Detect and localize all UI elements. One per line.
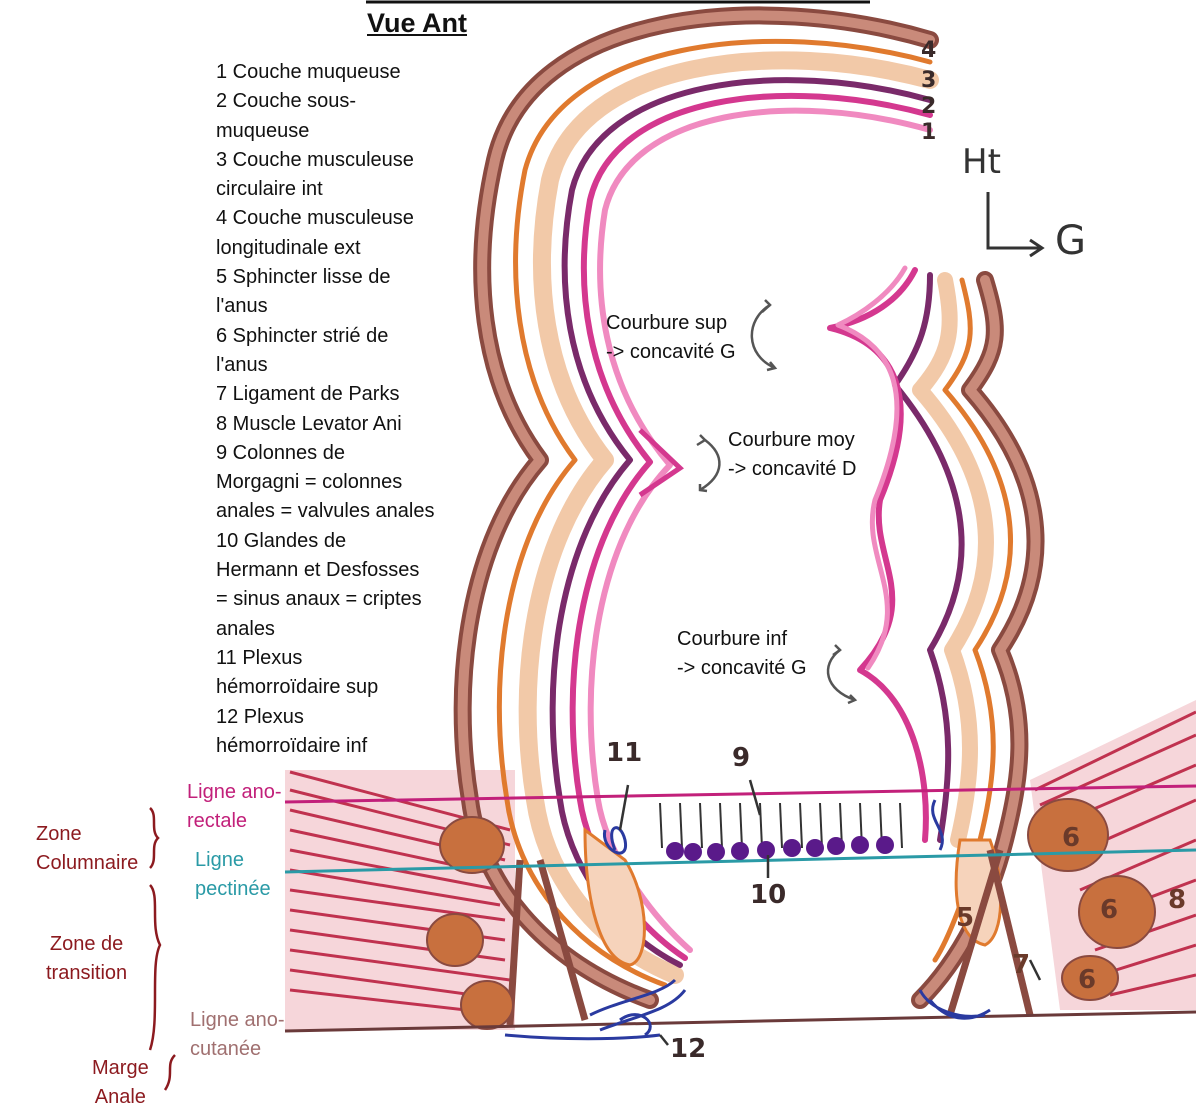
legend-line: l'anus xyxy=(216,351,456,380)
label-6b: 6 xyxy=(1100,895,1118,925)
label-8: 8 xyxy=(1168,885,1186,915)
zone-columnaire-l1: Zone xyxy=(36,820,138,849)
label-9: 9 xyxy=(732,743,750,773)
orientation-left-label: G xyxy=(1055,218,1086,264)
zone-transition-l2: transition xyxy=(46,959,127,988)
rectum-wall-right xyxy=(830,268,1036,1000)
zone-transition-label: Zone de transition xyxy=(46,930,127,988)
label-5: 5 xyxy=(956,903,974,933)
zone-transition-l1: Zone de xyxy=(46,930,127,959)
legend-line: 1 Couche muqueuse xyxy=(216,58,456,87)
zone-marge-l2: Anale xyxy=(92,1083,149,1112)
anorectal-line-label: Ligne ano- rectale xyxy=(187,778,282,836)
curvature-inf-arrow xyxy=(828,650,855,700)
pectinate-line-label: Ligne pectinée xyxy=(195,846,271,904)
legend-line: hémorroïdaire sup xyxy=(216,673,456,702)
zone-columnaire-label: Zone Columnaire xyxy=(36,820,138,878)
label-6c: 6 xyxy=(1078,965,1096,995)
legend-line: muqueuse xyxy=(216,117,456,146)
orientation-axes xyxy=(988,192,1040,248)
orientation-up-label: Ht xyxy=(962,142,1001,182)
legend-line: anales xyxy=(216,615,456,644)
curvature-moy-label: Courbure moy -> concavité D xyxy=(728,426,856,484)
anorectal-line-label-l2: rectale xyxy=(187,807,282,836)
curvature-sup-arrow xyxy=(752,305,775,368)
legend-line: longitudinale ext xyxy=(216,234,456,263)
pectinate-line-label-l1: Ligne xyxy=(195,846,271,875)
legend-line: = sinus anaux = criptes xyxy=(216,585,456,614)
anocutaneous-line-label: Ligne ano- cutanée xyxy=(190,1006,285,1064)
legend-line: hémorroïdaire inf xyxy=(216,732,456,761)
legend-line: 4 Couche musculeuse xyxy=(216,204,456,233)
curvature-sup-title: Courbure sup xyxy=(606,309,736,338)
legend-line: circulaire int xyxy=(216,175,456,204)
legend-line: 9 Colonnes de xyxy=(216,439,456,468)
legend-line: 6 Sphincter strié de xyxy=(216,322,456,351)
curvature-inf-title: Courbure inf xyxy=(677,625,807,654)
curvature-moy-arrow xyxy=(700,440,719,490)
curvature-sup-desc: -> concavité G xyxy=(606,338,736,367)
legend-line: l'anus xyxy=(216,292,456,321)
legend-line: anales = valvules anales xyxy=(216,497,456,526)
legend-line: Hermann et Desfosses xyxy=(216,556,456,585)
zone-marge-l1: Marge xyxy=(92,1054,149,1083)
anorectal-line-label-l1: Ligne ano- xyxy=(187,778,282,807)
legend-line: 5 Sphincter lisse de xyxy=(216,263,456,292)
curvature-sup-label: Courbure sup -> concavité G xyxy=(606,309,736,367)
layer-number: 3 xyxy=(921,68,936,93)
legend-line: 3 Couche musculeuse xyxy=(216,146,456,175)
label-7: 7 xyxy=(1012,950,1030,980)
layer-number: 1 xyxy=(921,120,936,145)
legend: 1 Couche muqueuse 2 Couche sous- muqueus… xyxy=(216,58,456,761)
curvature-moy-desc: -> concavité D xyxy=(728,455,856,484)
zone-marge-label: Marge Anale xyxy=(92,1054,149,1112)
legend-line: 12 Plexus xyxy=(216,703,456,732)
zone-braces xyxy=(150,808,175,1090)
anocutaneous-line-label-l1: Ligne ano- xyxy=(190,1006,285,1035)
layer-number: 4 xyxy=(921,38,936,63)
curvature-moy-title: Courbure moy xyxy=(728,426,856,455)
diagram-title: Vue Ant xyxy=(367,8,467,39)
pectinate-line-label-l2: pectinée xyxy=(195,875,271,904)
legend-line: 8 Muscle Levator Ani xyxy=(216,410,456,439)
legend-line: 7 Ligament de Parks xyxy=(216,380,456,409)
zone-columnaire-l2: Columnaire xyxy=(36,849,138,878)
legend-line: Morgagni = colonnes xyxy=(216,468,456,497)
layer-number: 2 xyxy=(921,94,936,119)
legend-line: 10 Glandes de xyxy=(216,527,456,556)
label-10: 10 xyxy=(750,880,786,910)
label-11: 11 xyxy=(606,738,642,768)
label-6a: 6 xyxy=(1062,823,1080,853)
curvature-inf-label: Courbure inf -> concavité G xyxy=(677,625,807,683)
label-12: 12 xyxy=(670,1034,706,1064)
curvature-inf-desc: -> concavité G xyxy=(677,654,807,683)
legend-line: 2 Couche sous- xyxy=(216,87,456,116)
legend-line: 11 Plexus xyxy=(216,644,456,673)
anocutaneous-line-label-l2: cutanée xyxy=(190,1035,285,1064)
